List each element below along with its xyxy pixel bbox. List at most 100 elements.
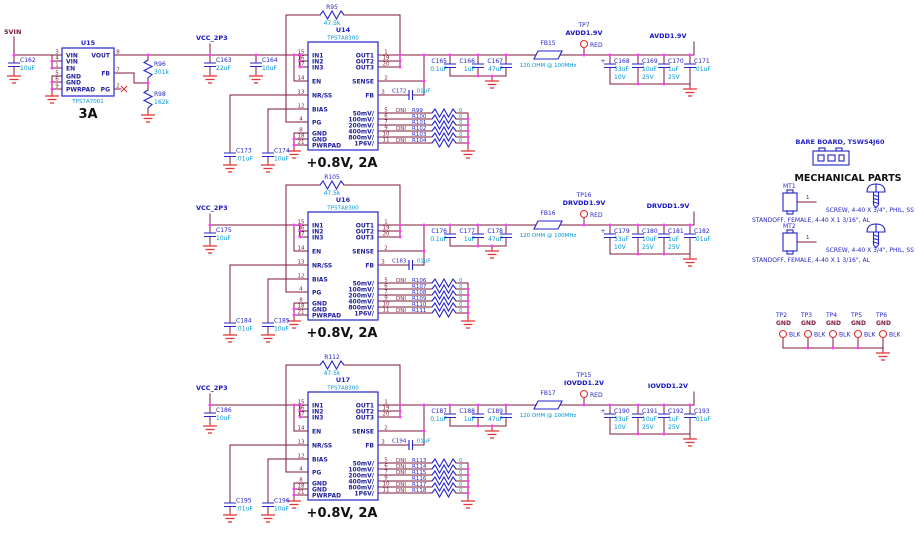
pin-label: VIN (66, 53, 78, 60)
pin-number: 3 (381, 260, 385, 266)
pin-label: 1P6V/ (354, 311, 374, 318)
pin-number: 8 (299, 128, 303, 134)
pin-label: PG (312, 290, 321, 297)
capacitor-symbol (203, 62, 217, 68)
cap-value: 10uF (262, 65, 277, 72)
dni-flag: DNI (396, 470, 406, 476)
testpoint-ref: TP5 (850, 312, 862, 319)
cap-value: 1uF (464, 236, 476, 243)
screw-label: SCREW, 4-40 X 3/4", PHIL, SS (826, 247, 914, 254)
cap-ref: C164 (262, 57, 278, 64)
resistor-ref: R101 (412, 120, 426, 126)
resistor-value: 0 (459, 482, 463, 488)
pin-label: FB (365, 263, 374, 270)
resistor-symbol (319, 360, 345, 370)
capacitor-symbol (7, 62, 21, 68)
resistor-ref: R112 (324, 354, 340, 361)
cap-ref: C180 (642, 228, 658, 235)
testpoint-icon (778, 329, 788, 339)
resistor-ref: R96 (154, 61, 166, 68)
wires (782, 337, 884, 351)
cap-value: .01uF (415, 259, 430, 265)
resistor-ref: R98 (154, 91, 166, 98)
pin-number: 21 (298, 140, 305, 146)
cap-rating: 10V (614, 424, 627, 431)
ferrite-bead-symbol (533, 50, 563, 60)
pin-label: GND (312, 137, 327, 144)
pin-label: PWRPAD (66, 87, 95, 94)
ldo-regulator-block: VCC_2P3 C186 10uF U17 TPS7A8300 IN1 IN2 … (196, 354, 711, 523)
ground-symbol (248, 72, 264, 84)
resistor-ref: R116 (412, 476, 427, 482)
resistor-ref: R106 (412, 278, 427, 284)
pin-label: IN1 (312, 403, 323, 410)
capacitor-symbol (203, 232, 217, 238)
pin-number: 20 (383, 412, 390, 418)
resistor-value: 0 (459, 464, 463, 470)
resistor-value: 0 (459, 138, 463, 144)
cap-ref: C196 (274, 498, 290, 505)
resistor-value: 47.5k (324, 370, 341, 377)
testpoint-icon (878, 329, 888, 339)
pin-number: 1 (384, 50, 388, 56)
pin-label: OUT1 (356, 403, 374, 410)
cap-value: 10uF (274, 156, 289, 163)
net-label: VCC_2P3 (196, 34, 228, 42)
cap-ref: C182 (694, 228, 710, 235)
pin-label: EN (312, 79, 321, 86)
cap-ref: C191 (642, 408, 658, 415)
pin-label: IN1 (312, 223, 323, 230)
cap-value: .01uF (236, 156, 253, 163)
ic-part: TPS7A8300 (326, 386, 359, 392)
output-rating-label: +0.8V, 2A (307, 156, 378, 171)
cap-value: 1uF (668, 236, 680, 243)
capacitor-symbol (203, 412, 217, 418)
pin-number: 14 (298, 426, 305, 432)
pin-number: 11 (383, 488, 390, 494)
pin-number: 21 (298, 310, 305, 316)
resistor-ref: R111 (412, 308, 426, 314)
cap-ref: C165 (431, 58, 447, 65)
resistor-ref: R104 (412, 138, 427, 144)
net-label: 5VIN (4, 28, 21, 36)
pin-label: NR/SS (312, 443, 332, 450)
testpoint-color: RED (590, 212, 603, 219)
pin-label: 800mV/ (348, 305, 374, 312)
screw-icon (866, 223, 886, 249)
ldo-regulator-block: VCC_2P3 C175 10uF U16 TPS7A8300 IN1 IN2 … (196, 174, 711, 343)
cap-ref: C181 (668, 228, 684, 235)
pin-label: 100mV/ (348, 117, 374, 124)
pin-label: BIAS (312, 107, 328, 114)
junction-dots (208, 223, 692, 317)
pin-number: 10 (383, 482, 390, 488)
pin-label: GND (312, 487, 327, 494)
ferrite-ref: FB15 (540, 40, 555, 47)
ground-symbol (140, 111, 156, 123)
ic-body (307, 211, 379, 321)
pin-number: 8 (299, 478, 303, 484)
cap-value: .01uF (236, 326, 253, 333)
pin-number: 5 (384, 458, 388, 464)
cap-value: 10uF (274, 506, 289, 513)
output-rating-label: +0.8V, 2A (307, 326, 378, 341)
resistor-ref: R115 (412, 470, 427, 476)
cap-value: 10uF (216, 235, 231, 242)
ferrite-ref: FB16 (540, 210, 555, 217)
output-rating-label: +0.8V, 2A (307, 506, 378, 521)
ferrite-value: 120 OHM @ 100MHz (520, 233, 577, 239)
pin-label: PG (312, 470, 321, 477)
pin-label: GND (312, 131, 327, 138)
testpoint-ref: TP6 (875, 312, 887, 319)
cap-ref: C187 (431, 408, 447, 415)
pin-label: IN3 (312, 235, 323, 242)
ground-symbol (484, 77, 500, 89)
pin-number: 16 (298, 226, 305, 232)
pin-label: 400mV/ (348, 129, 374, 136)
pin-label: 1P6V/ (354, 491, 374, 498)
pin-label: PWRPAD (312, 143, 341, 150)
pin-label: SENSE (352, 429, 374, 436)
pin-number: 6 (384, 464, 388, 470)
junction-dots (208, 403, 692, 497)
ferrite-value: 120 OHM @ 100MHz (520, 63, 577, 69)
